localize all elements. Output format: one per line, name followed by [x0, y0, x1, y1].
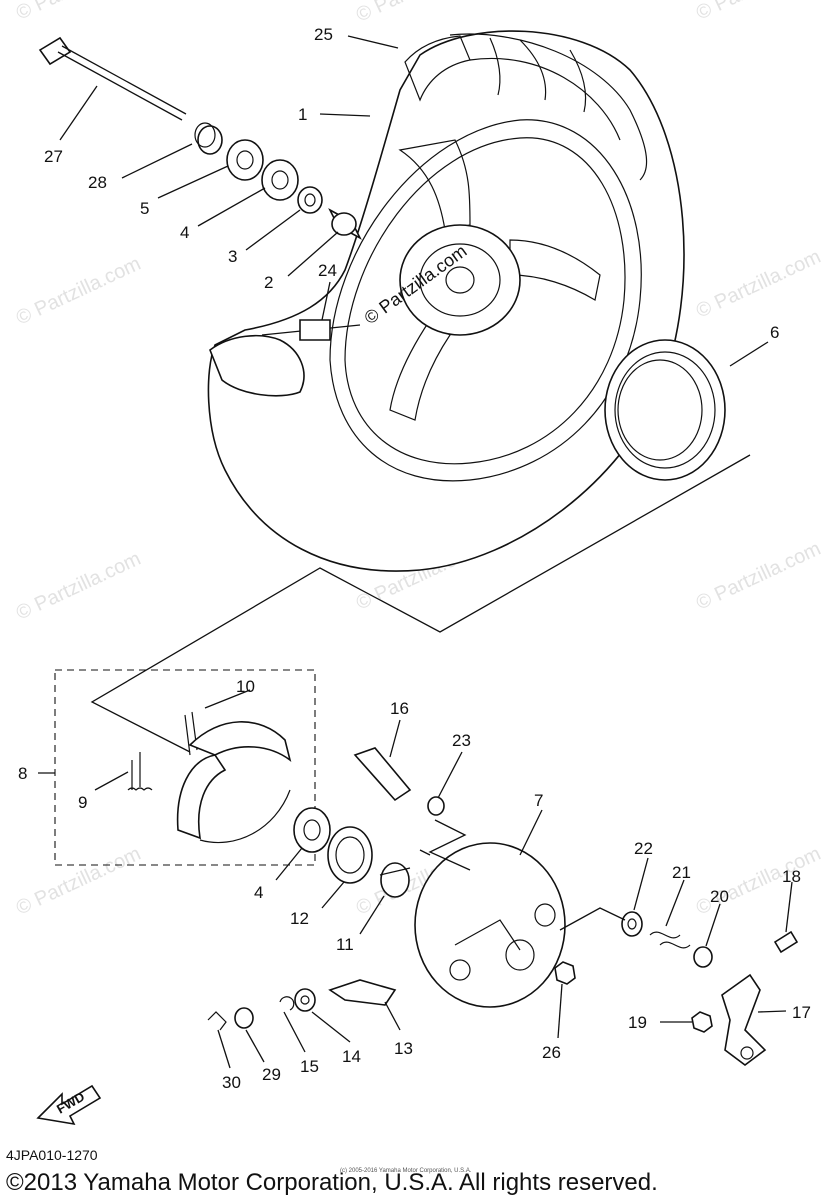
- callout-14[interactable]: 14: [342, 1047, 361, 1066]
- callout-29[interactable]: 29: [262, 1065, 281, 1084]
- watermark: © Partzilla.com: [13, 0, 144, 25]
- tiny-notice: (c) 2005-2016 Yamaha Motor Corporation, …: [340, 1168, 472, 1174]
- wheel-assembly: [207, 30, 685, 572]
- callout-20[interactable]: 20: [710, 887, 729, 906]
- callout-8[interactable]: 8: [18, 764, 27, 783]
- callout-12[interactable]: 12: [290, 909, 309, 928]
- watermark: © Partzilla.com: [13, 253, 144, 330]
- callout-23[interactable]: 23: [452, 731, 471, 750]
- callout-27[interactable]: 27: [44, 147, 63, 166]
- callout-25[interactable]: 25: [314, 25, 333, 44]
- callout-3[interactable]: 3: [228, 247, 237, 266]
- copyright: ©2013 Yamaha Motor Corporation, U.S.A. A…: [6, 1169, 658, 1196]
- callout-28[interactable]: 28: [88, 173, 107, 192]
- callout-30[interactable]: 30: [222, 1073, 241, 1092]
- callout-13[interactable]: 13: [394, 1039, 413, 1058]
- fwd-arrow-icon: FWD: [36, 1084, 102, 1126]
- callout-4-lower[interactable]: 4: [254, 883, 263, 902]
- callout-17[interactable]: 17: [792, 1003, 811, 1022]
- diagram-code: 4JPA010-1270: [6, 1147, 98, 1163]
- callout-26[interactable]: 26: [542, 1043, 561, 1062]
- watermark: © Partzilla.com: [693, 843, 824, 920]
- callout-4-upper[interactable]: 4: [180, 223, 189, 242]
- watermark: © Partzilla.com: [693, 0, 824, 25]
- callout-24[interactable]: 24: [318, 261, 337, 280]
- watermark: © Partzilla.com: [13, 548, 144, 625]
- callout-16[interactable]: 16: [390, 699, 409, 718]
- brake-shoe-kit: [54, 669, 316, 866]
- watermark: © Partzilla.com: [693, 538, 824, 615]
- callout-1[interactable]: 1: [298, 105, 307, 124]
- callout-5[interactable]: 5: [140, 199, 149, 218]
- assembly-line: [90, 454, 751, 753]
- callouts: 25 1 27 28 5 4 3 2 24 6 10 16 23 8 9 7 2…: [18, 25, 811, 1092]
- callout-21[interactable]: 21: [672, 863, 691, 882]
- watermark: © Partzilla.com: [693, 246, 824, 323]
- leader-lines: [38, 35, 793, 1069]
- watermark: © Partzilla.com: [13, 843, 144, 920]
- callout-9[interactable]: 9: [78, 793, 87, 812]
- callout-19[interactable]: 19: [628, 1013, 647, 1032]
- callout-22[interactable]: 22: [634, 839, 653, 858]
- axle-parts: [38, 36, 362, 341]
- callout-7[interactable]: 7: [534, 791, 543, 810]
- callout-15[interactable]: 15: [300, 1057, 319, 1076]
- callout-6[interactable]: 6: [770, 323, 779, 342]
- drum-ring: [604, 339, 726, 481]
- callout-18[interactable]: 18: [782, 867, 801, 886]
- callout-10[interactable]: 10: [236, 677, 255, 696]
- callout-11[interactable]: 11: [336, 935, 354, 954]
- brake-plate-parts: [207, 747, 799, 1066]
- callout-2[interactable]: 2: [264, 273, 273, 292]
- watermark: © Partzilla.com: [353, 0, 484, 27]
